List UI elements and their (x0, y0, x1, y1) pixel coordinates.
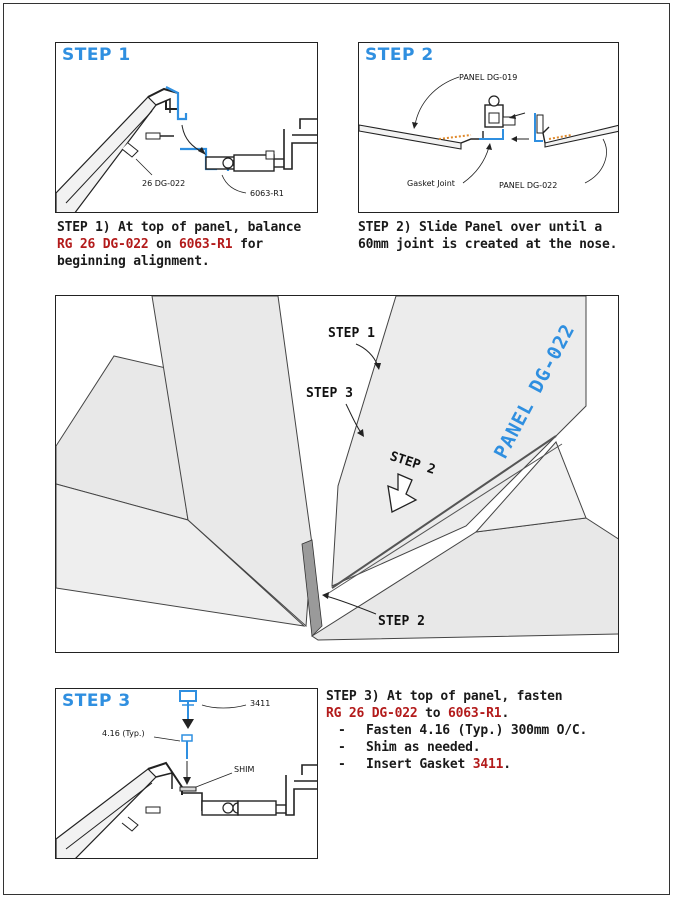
step1-part-label: 26 DG-022 (142, 179, 186, 188)
step2-caption-line1: STEP 2) Slide Panel over until a (358, 220, 603, 235)
isometric-view-box: STEP 1 STEP 3 STEP 2 STEP 2 PANEL DG-022 (55, 295, 619, 653)
step2-caption-line2: 60mm joint is created at the nose. (358, 237, 618, 252)
step3-caption: STEP 3) At top of panel, fasten RG 26 DG… (326, 688, 626, 773)
step1-caption-line3: beginning alignment. (57, 254, 210, 269)
bullet-tail: . (503, 757, 511, 772)
step1-detail-drawing (56, 86, 317, 212)
bullet-dash: - (338, 740, 346, 755)
isometric-drawing (56, 296, 618, 641)
step1-title: STEP 1 (62, 45, 131, 65)
step3-bullet-item: - Insert Gasket 3411. (326, 756, 626, 773)
main-step2-bottom-label: STEP 2 (378, 614, 425, 629)
step3-shim-label: SHIM (234, 765, 255, 774)
step2-panel-bottom-label: PANEL DG-022 (499, 181, 558, 190)
step3-gasket-label: 3411 (250, 699, 271, 708)
step3-caption-period: . (501, 706, 510, 721)
step1-caption-extrusion: 6063-R1 (179, 237, 233, 252)
step3-detail-box: STEP 3 3411 4.16 (Typ.) SHIM (55, 688, 318, 859)
bullet-text: Fasten 4.16 (Typ.) 300mm O/C. (366, 723, 588, 738)
step1-caption-on: on (148, 237, 180, 252)
step3-detail-drawing (56, 690, 317, 858)
step1-caption-part: RG 26 DG-022 (57, 237, 149, 252)
step2-title: STEP 2 (365, 45, 434, 65)
page-frame (3, 3, 670, 895)
step3-caption-line1: STEP 3) At top of panel, fasten (326, 689, 563, 704)
step3-fastener-label: 4.16 (Typ.) (102, 729, 145, 738)
step1-caption-line1: STEP 1) At top of panel, balance (57, 220, 302, 235)
step2-panel-top-label: PANEL DG-019 (459, 73, 518, 82)
bullet-text: Insert Gasket (366, 757, 473, 772)
main-step1-label: STEP 1 (328, 326, 375, 341)
step1-caption-for: for (232, 237, 263, 252)
step2-detail-drawing (359, 76, 618, 184)
step1-detail-box: STEP 1 26 DG-022 6063-R1 (55, 42, 318, 213)
bullet-dash: - (338, 723, 346, 738)
step3-bullet-item: - Fasten 4.16 (Typ.) 300mm O/C. (326, 722, 626, 739)
step3-caption-part: RG 26 DG-022 (326, 706, 418, 721)
step3-caption-extrusion: 6063-R1 (448, 706, 502, 721)
bullet-dash: - (338, 757, 346, 772)
bullet-gasket-number: 3411 (472, 757, 504, 772)
step3-caption-to: to (417, 706, 449, 721)
step2-gasket-label: Gasket Joint (407, 179, 455, 188)
step1-caption: STEP 1) At top of panel, balance RG 26 D… (57, 219, 327, 270)
step3-bullet-item: - Shim as needed. (326, 739, 626, 756)
step3-bullet-list: - Fasten 4.16 (Typ.) 300mm O/C. - Shim as … (326, 722, 626, 773)
step1-extrusion-label: 6063-R1 (250, 189, 284, 198)
step3-title: STEP 3 (62, 691, 131, 711)
main-step3-label: STEP 3 (306, 386, 353, 401)
step2-detail-box: STEP 2 PANEL DG-019 Gasket Joint PANEL D… (358, 42, 619, 213)
step2-caption: STEP 2) Slide Panel over until a 60mm jo… (358, 219, 638, 253)
bullet-text: Shim as needed. (366, 740, 481, 755)
